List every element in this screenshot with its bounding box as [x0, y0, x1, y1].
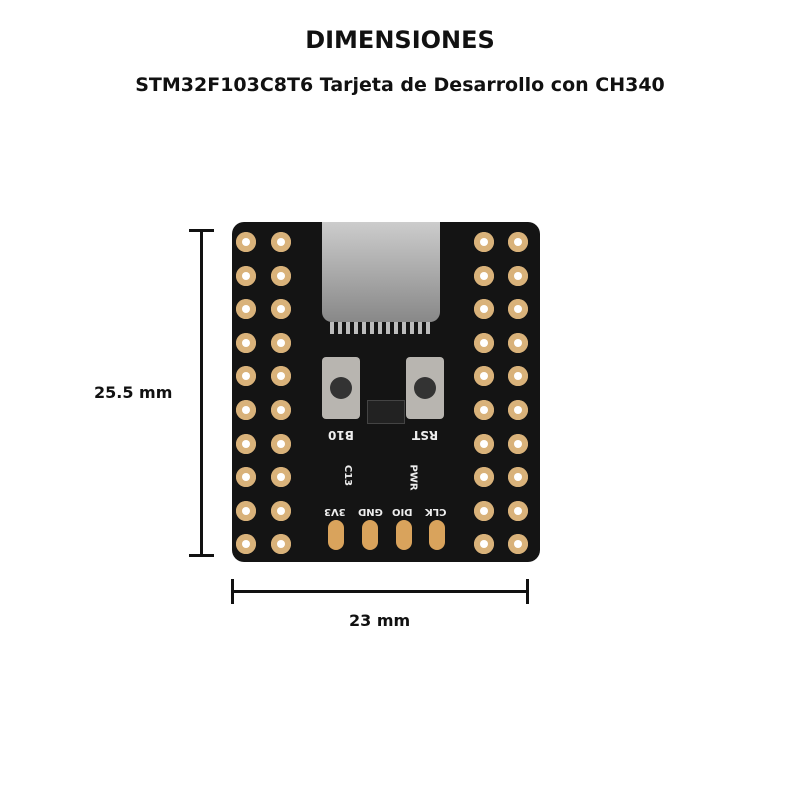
boot-button [322, 357, 360, 419]
usb-c-pins [330, 322, 430, 334]
height-dimension-cap-top [189, 229, 214, 232]
header-pin-pad [508, 366, 528, 387]
height-label: 25.5 mm [94, 383, 173, 402]
header-pin-pad [236, 534, 256, 555]
edge-pad [328, 520, 344, 550]
page-title: DIMENSIONES [305, 26, 495, 54]
header-pin-pad [236, 400, 256, 420]
header-pin-pad [474, 500, 494, 521]
width-dimension-line [232, 590, 528, 593]
header-pin-pad [508, 400, 528, 420]
led-label-pwr: PWR [407, 464, 419, 491]
header-pin-pad [508, 534, 528, 555]
header-pin-pad [271, 265, 291, 286]
height-dimension-line [200, 230, 203, 556]
header-pin-pad [236, 232, 256, 252]
reset-button [406, 357, 444, 419]
header-pin-pad [271, 366, 291, 387]
width-dimension-cap-left [231, 579, 234, 604]
edge-pad [429, 520, 445, 550]
header-pin-pad [236, 265, 256, 286]
header-pin-pad [474, 366, 494, 387]
header-pin-pad [271, 400, 291, 420]
header-pin-pad [508, 500, 528, 521]
header-pin-pad [236, 467, 256, 488]
led-label-c13: C13 [342, 464, 354, 487]
header-pin-pad [271, 433, 291, 454]
header-pin-pad [508, 265, 528, 286]
header-pin-pad [474, 467, 494, 488]
usb-c-connector [322, 222, 440, 322]
page-subtitle: STM32F103C8T6 Tarjeta de Desarrollo con … [135, 74, 665, 96]
pcb-board-image: B10 RST C13 PWR 3V3 GND DIO CLK [232, 222, 540, 562]
width-dimension-cap-right [526, 579, 529, 604]
header-pin-pad [271, 232, 291, 252]
edge-pad [362, 520, 378, 550]
header-pin-pad [236, 500, 256, 521]
header-pin-pad [236, 366, 256, 387]
edge-label-dio: DIO [392, 506, 413, 517]
header-pin-pad [474, 400, 494, 420]
header-pin-pad [508, 467, 528, 488]
header-pin-pad [474, 534, 494, 555]
width-label: 23 mm [349, 611, 411, 630]
height-dimension-cap-bottom [189, 554, 214, 557]
header-pin-pad [474, 332, 494, 353]
header-pin-pad [236, 433, 256, 454]
header-pin-pad [508, 299, 528, 320]
header-pin-pad [474, 433, 494, 454]
edge-label-3v3: 3V3 [324, 506, 346, 517]
header-pin-pad [271, 299, 291, 320]
header-pin-pad [271, 500, 291, 521]
regulator-chip [367, 400, 405, 424]
reset-label: RST [412, 428, 439, 442]
header-pin-pad [271, 332, 291, 353]
header-pin-pad [474, 265, 494, 286]
edge-pad [396, 520, 412, 550]
edge-label-clk: CLK [425, 506, 447, 517]
header-pin-pad [474, 232, 494, 252]
boot-label: B10 [328, 428, 354, 442]
header-pin-pad [508, 232, 528, 252]
header-pin-pad [271, 467, 291, 488]
header-pin-pad [236, 299, 256, 320]
header-pin-pad [236, 332, 256, 353]
header-pin-pad [508, 332, 528, 353]
header-pin-pad [508, 433, 528, 454]
edge-label-gnd: GND [358, 506, 383, 517]
header-pin-pad [474, 299, 494, 320]
header-pin-pad [271, 534, 291, 555]
